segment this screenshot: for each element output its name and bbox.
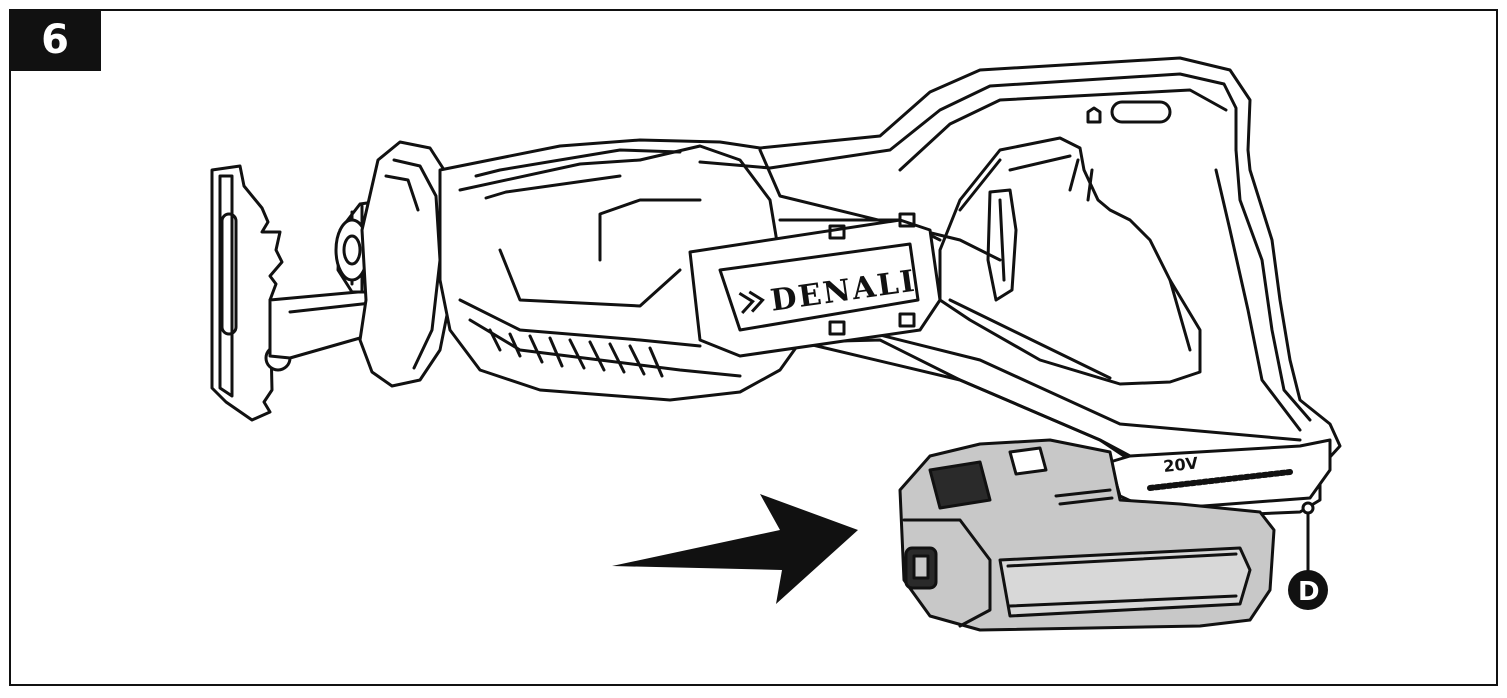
callout-leader [1301,501,1315,572]
front-guard [358,140,458,388]
battery-pack [898,438,1276,632]
callout-d-label: D [1298,577,1320,607]
callout-d-marker [1288,570,1328,610]
insert-arrow-icon [612,494,858,604]
voltage-label: 20V [1162,453,1199,476]
shoe-plate [210,164,292,422]
brand-panel [688,212,942,358]
step-number-badge: 6 [9,9,101,71]
